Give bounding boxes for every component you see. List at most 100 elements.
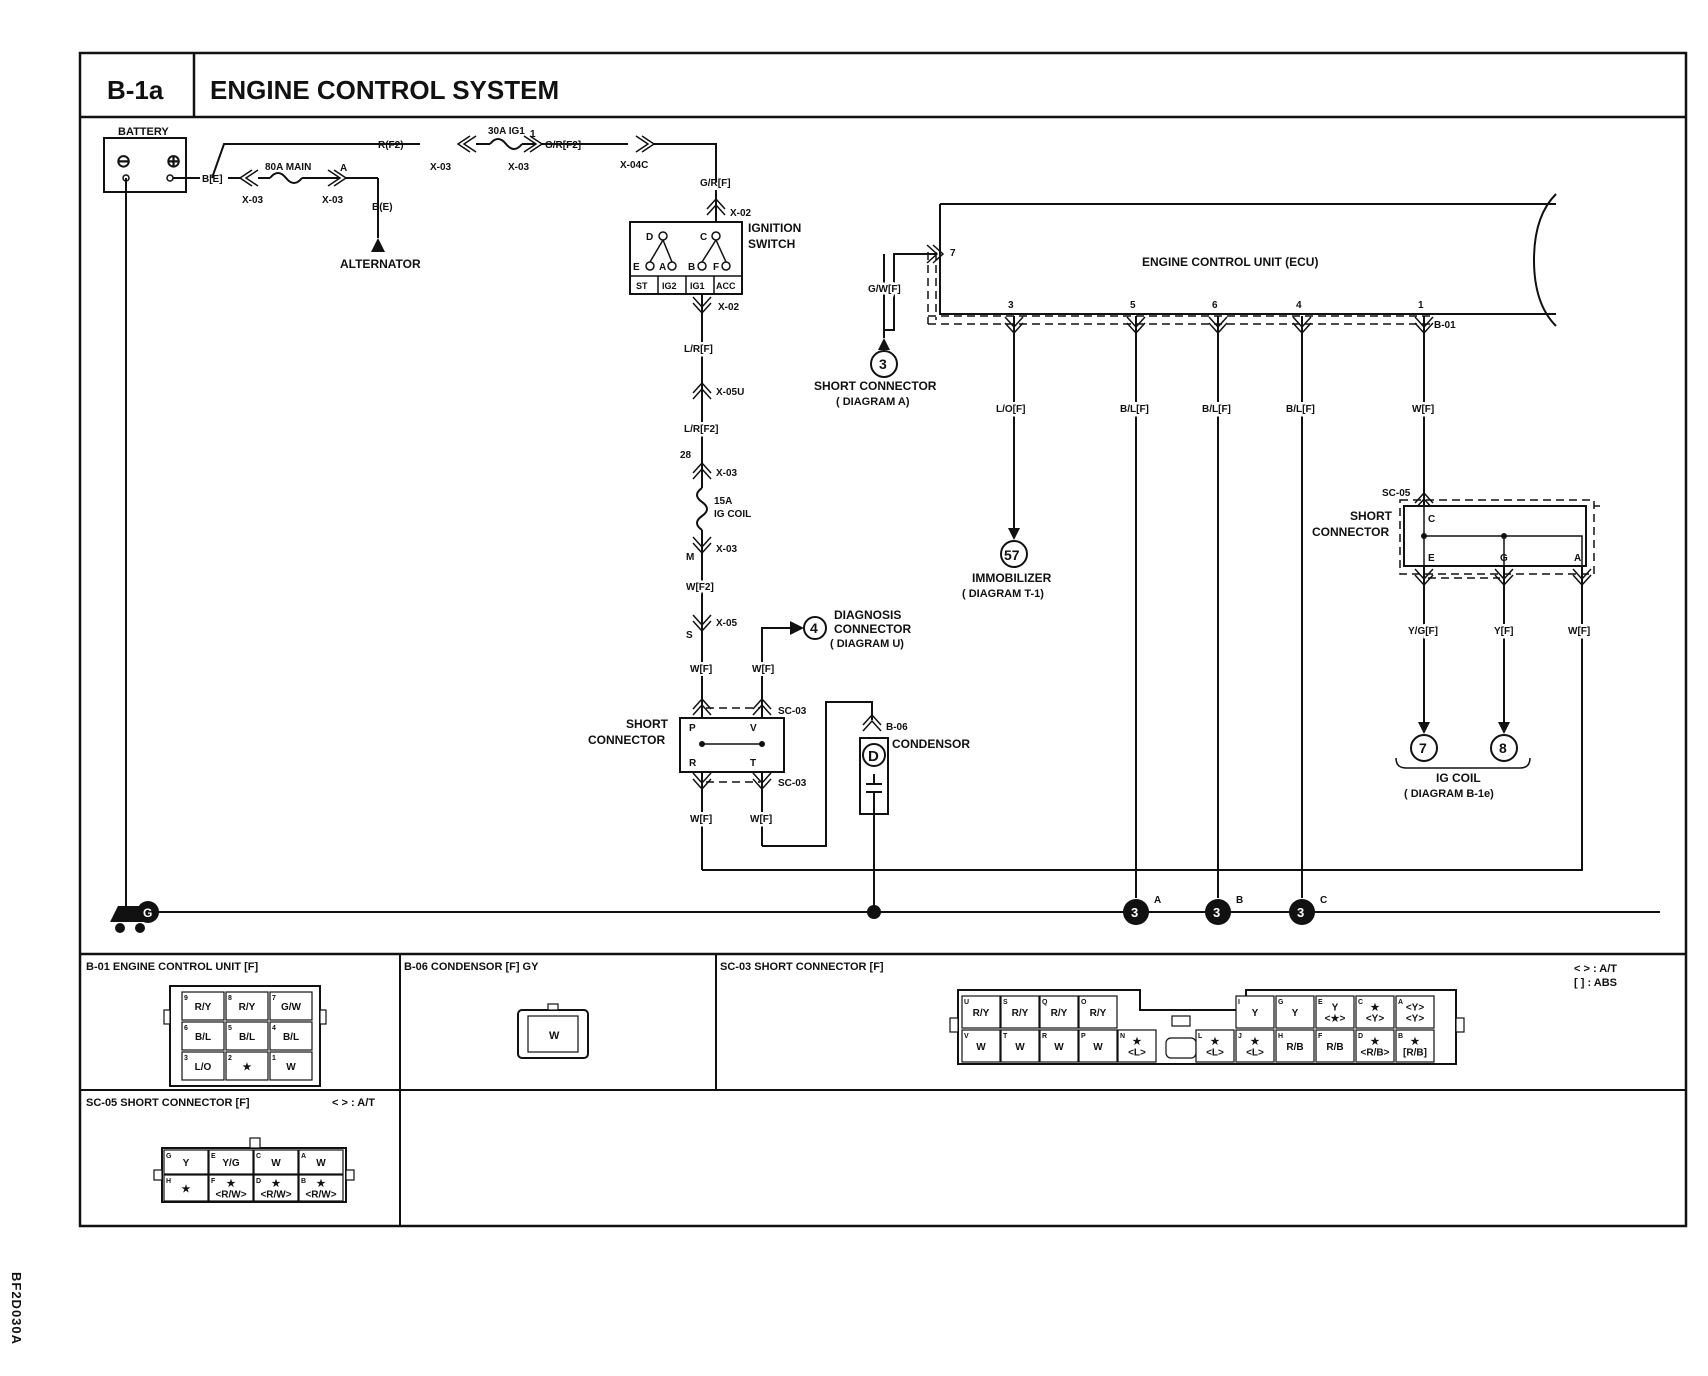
pin-number: 2 (228, 1055, 232, 1062)
pin-wire-color: Y (1332, 1003, 1339, 1014)
fuse-15a: 15A (714, 496, 732, 507)
pin-wire-color: R/B (1326, 1042, 1343, 1053)
diagram-title: ENGINE CONTROL SYSTEM (210, 75, 559, 105)
fuse-ig1: 30A IG1 (488, 126, 525, 137)
short-connector-a-label: ( DIAGRAM A) (836, 396, 910, 408)
pin-number: V (964, 1033, 969, 1040)
ground-node-tag: A (1154, 895, 1161, 906)
pin-number: B (1398, 1033, 1403, 1040)
sc03-pin-cell (1195, 1029, 1235, 1063)
main-fuse-icon (269, 172, 303, 184)
panel-sc03-title: SC-03 SHORT CONNECTOR [F] (720, 961, 884, 973)
pin-number: J (1238, 1033, 1242, 1040)
ecu-pin-cell (269, 1021, 313, 1051)
ecu-pin-3: 3 (1008, 300, 1014, 311)
pin-a: A (340, 163, 347, 174)
wire-bl-f: B/L[F] (1120, 404, 1149, 415)
legend-at: < > : A/T (1574, 963, 1617, 975)
sc05-pin-cell (208, 1174, 254, 1202)
ecu-pin-cell (181, 1021, 225, 1051)
ecu-pin-7: 7 (950, 248, 956, 259)
conn-sc03: SC-03 (778, 778, 807, 789)
conn-x03: X-03 (716, 468, 738, 479)
conn-b01: B-01 (1434, 320, 1456, 331)
diagram-code: B-1a (107, 75, 164, 105)
wire-r-f2: R(F2) (378, 140, 404, 151)
wire-w-f: W[F] (690, 814, 712, 825)
pin-number: 4 (272, 1025, 276, 1032)
ref-7-num: 7 (1419, 740, 1427, 756)
wire-w-f: W[F] (750, 814, 772, 825)
ref-7 (1410, 734, 1438, 762)
pin-wire-color: ★ (1133, 1037, 1142, 1048)
pin-number: S (1003, 999, 1008, 1006)
pin-number: U (964, 999, 969, 1006)
pin-wire-color: Y (1252, 1008, 1259, 1019)
ign-terminal: F (713, 262, 719, 273)
pin-wire-color: ★ (227, 1179, 236, 1190)
pin-wire-color: W (286, 1062, 296, 1073)
pin-number: A (1398, 999, 1403, 1006)
sc03-pin-cell (1395, 995, 1435, 1029)
pin-wire-color: ★ (243, 1062, 252, 1073)
wire-yg-f: Y/G[F] (1408, 626, 1438, 637)
pin-number: P (1081, 1033, 1086, 1040)
ground-node-b (1205, 899, 1231, 925)
conn-x03: X-03 (508, 162, 530, 173)
alternator-label: ALTERNATOR (340, 257, 421, 271)
pin-wire-color: B/L (195, 1032, 211, 1043)
wire-b-e: B[E] (202, 174, 223, 185)
pin-number: G (1278, 999, 1284, 1006)
pin-wire-color: L/O (195, 1062, 212, 1073)
ign-position: ACC (716, 281, 736, 291)
pin-wire-color: R/Y (973, 1008, 990, 1019)
conn-x05: X-05 (716, 618, 738, 629)
pin-number: 5 (228, 1025, 232, 1032)
sc05-pin-cell (253, 1149, 299, 1175)
pin-wire-color: R/Y (1012, 1008, 1029, 1019)
ref-8-num: 8 (1499, 740, 1507, 756)
short-connector-label: CONNECTOR (1312, 525, 1389, 539)
pin-wire-color: ★ (1211, 1037, 1220, 1048)
conn-sc05: SC-05 (1382, 488, 1411, 499)
ecu-box (939, 203, 1556, 315)
ecu-pin-cell (225, 1021, 269, 1051)
pin-wire-color: <Y> (1406, 1003, 1425, 1014)
ground-node-num: 3 (1213, 905, 1220, 920)
condensor-pin: W (549, 1030, 560, 1042)
sc03-pin-cell (1000, 995, 1040, 1029)
fuse-ig-coil: IG COIL (714, 509, 751, 520)
pin-wire-color: R/Y (239, 1002, 256, 1013)
ig-coil-label: IG COIL (1436, 771, 1481, 785)
pin-wire-color: R/Y (195, 1002, 212, 1013)
pin-number: E (211, 1153, 216, 1160)
ecu-pin-cell (269, 1051, 313, 1081)
sc03-pin-cell (961, 995, 1001, 1029)
legend-at: < > : A/T (332, 1097, 375, 1109)
diagnosis-label: DIAGNOSIS (834, 608, 901, 622)
pin-wire-color: <L> (1246, 1048, 1264, 1059)
sc03-pin-cell (1315, 1029, 1355, 1063)
conn-x03: X-03 (716, 544, 738, 555)
wire-gr-f2: G/R[F2] (545, 140, 581, 151)
pin-wire-color: G/W (281, 1002, 302, 1013)
ref-4-num: 4 (810, 620, 818, 636)
conn-x02: X-02 (718, 302, 740, 313)
ecu-pin-5: 5 (1130, 300, 1136, 311)
sc03-pin-cell (1355, 1029, 1395, 1063)
short-connector-a-label: SHORT CONNECTOR (814, 379, 937, 393)
pin-wire-color: <Y> (1366, 1014, 1385, 1025)
pin-number: T (1003, 1033, 1008, 1040)
pin-number: A (301, 1153, 306, 1160)
ground-node-tag: B (1236, 895, 1243, 906)
pin-s: S (686, 630, 693, 641)
pin-wire-color: R/B (1286, 1042, 1303, 1053)
condensor-connector-face: W (517, 1003, 589, 1059)
pin-number: H (166, 1178, 171, 1185)
diagnosis-label: CONNECTOR (834, 622, 911, 636)
pin-wire-color: W (271, 1158, 281, 1169)
pin-wire-color: ★ (317, 1179, 326, 1190)
sc03-pin-cell (1275, 1029, 1315, 1063)
image-code: BF2D030A (9, 1272, 24, 1346)
conn-x03: X-03 (430, 162, 452, 173)
